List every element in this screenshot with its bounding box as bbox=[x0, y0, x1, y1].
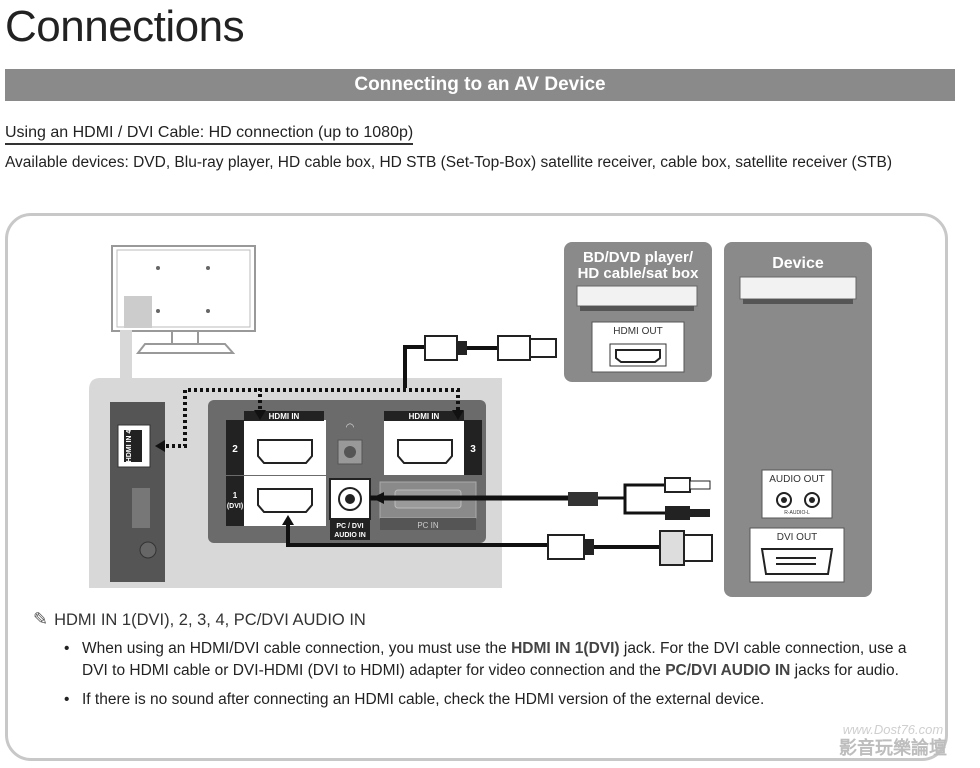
note-text: jack. For the DVI cable connection, use … bbox=[82, 640, 907, 679]
bd-label-1: BD/DVD player/ bbox=[583, 249, 694, 266]
pc-dvi-label-2: AUDIO IN bbox=[334, 532, 366, 539]
svg-text:◠: ◠ bbox=[346, 422, 355, 433]
side-hdmi-label: HDMI IN 4 bbox=[126, 430, 133, 463]
port-2-label: 2 bbox=[232, 444, 238, 455]
r-audio-l-label: R-AUDIO-L bbox=[784, 510, 810, 516]
section-bar: Connecting to an AV Device bbox=[5, 69, 955, 101]
port-1-dvi-label: (DVI) bbox=[227, 503, 243, 510]
note-bullet-list: When using an HDMI/DVI cable connection,… bbox=[62, 638, 932, 718]
page-title: Connections bbox=[5, 2, 245, 51]
watermark-cn: 影音玩樂論壇 bbox=[839, 737, 947, 758]
hdmi-port-3 bbox=[397, 439, 453, 464]
note-text: When using an HDMI/DVI cable connection,… bbox=[82, 640, 512, 657]
watermark-url: www.Dost76.com bbox=[843, 722, 944, 737]
note-bold-text: HDMI IN 1(DVI) bbox=[511, 640, 620, 657]
note-heading-text: HDMI IN 1(DVI), 2, 3, 4, PC/DVI AUDIO IN bbox=[54, 611, 366, 629]
note-text: jacks for audio. bbox=[790, 662, 899, 679]
device-label: Device bbox=[772, 255, 824, 272]
hdmi-out-label: HDMI OUT bbox=[613, 326, 662, 337]
hdmi-port-2 bbox=[257, 439, 313, 464]
pc-in-label: PC IN bbox=[417, 521, 439, 530]
sub-heading: Using an HDMI / DVI Cable: HD connection… bbox=[5, 124, 414, 145]
audio-out-label: AUDIO OUT bbox=[769, 474, 825, 485]
hdmi-port-1 bbox=[257, 488, 313, 513]
watermark-logo: www.Dost76.com 影音玩樂論壇 bbox=[839, 722, 947, 758]
hdmi-in-label-2: HDMI IN bbox=[269, 412, 300, 421]
bd-label-2: HD cable/sat box bbox=[578, 265, 700, 282]
diagram-frame bbox=[5, 213, 948, 761]
port-3-label: 3 bbox=[470, 444, 476, 455]
port-1-label: 1 bbox=[233, 491, 238, 500]
hdmi-in-label-3: HDMI IN bbox=[409, 412, 440, 421]
device-box bbox=[724, 242, 872, 597]
note-bullet-2: If there is no sound after connecting an… bbox=[62, 689, 932, 711]
connection-diagram: HDMI IN 4 2 HDMI IN 1 (DVI) ◠ PC / DVI A… bbox=[89, 242, 872, 597]
note-bold-text: PC/DVI AUDIO IN bbox=[665, 662, 791, 679]
pc-dvi-label-1: PC / DVI bbox=[336, 523, 363, 530]
note-bullet-1: When using an HDMI/DVI cable connection,… bbox=[62, 638, 932, 682]
tv-icon bbox=[111, 245, 256, 354]
pencil-icon: ✎ bbox=[33, 609, 49, 629]
dvi-out-label: DVI OUT bbox=[777, 532, 818, 543]
note-heading: ✎ HDMI IN 1(DVI), 2, 3, 4, PC/DVI AUDIO I… bbox=[33, 609, 366, 630]
available-devices-text: Available devices: DVD, Blu-ray player, … bbox=[5, 154, 893, 171]
